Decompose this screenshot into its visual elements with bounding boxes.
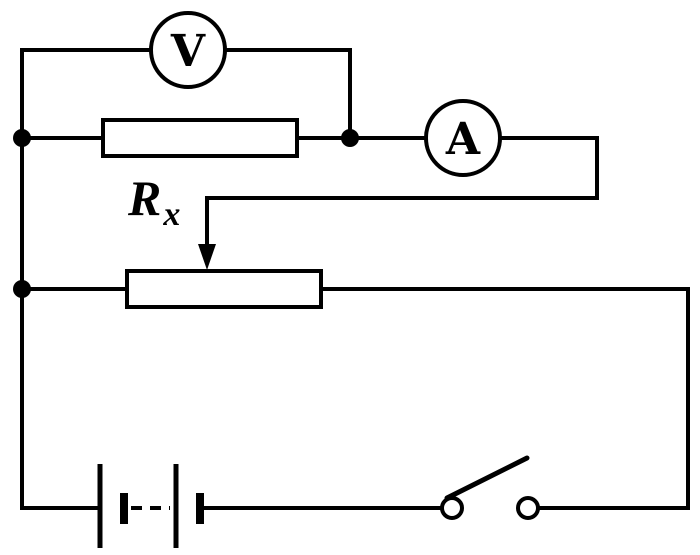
ammeter: A [424,99,502,177]
rheostat [125,269,323,309]
voltmeter-label: V [170,26,206,77]
ammeter-label: A [445,114,481,165]
rheostat-row-wire [20,287,690,510]
junction-dot [341,129,359,147]
rx-label: Rx [127,170,180,233]
rx-label-main: R [127,170,161,226]
rx-label-subscript: x [162,196,180,233]
voltmeter: V [149,11,227,89]
left-main-wire [20,48,102,510]
rx-resistor [101,118,299,158]
slider-arrow-icon [198,244,216,270]
switch-icon [440,455,540,520]
junction-dot [13,129,31,147]
battery-icon [97,464,204,548]
rx-row-wire [20,136,599,254]
voltmeter-circle [149,11,227,89]
junction-dot [13,280,31,298]
ammeter-circle [424,99,502,177]
